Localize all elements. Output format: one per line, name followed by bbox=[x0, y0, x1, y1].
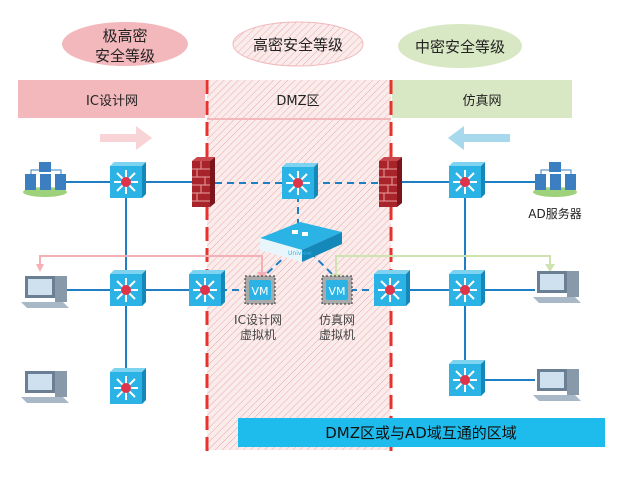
ic-vm-label-2: 虚拟机 bbox=[240, 328, 276, 342]
ad-zone-banner-text: DMZ区或与AD域互通的区域 bbox=[325, 424, 517, 442]
ad-server-label: AD服务器 bbox=[528, 206, 581, 221]
svg-text:VM: VM bbox=[328, 285, 345, 298]
zone-sim-band bbox=[392, 80, 572, 118]
switch-icon[interactable] bbox=[448, 359, 486, 397]
sim-vm-label-2: 虚拟机 bbox=[319, 328, 355, 342]
switch-icon[interactable] bbox=[448, 269, 486, 307]
pc-icon[interactable] bbox=[533, 271, 581, 303]
sim-vm-label-1: 仿真网 bbox=[319, 313, 355, 327]
arrow-left-icon bbox=[448, 126, 510, 150]
level-right: 中密安全等级 bbox=[415, 38, 505, 56]
switch-icon[interactable] bbox=[188, 269, 226, 307]
ic-vm-label-1: IC设计网 bbox=[234, 313, 282, 327]
zone-sim-label: 仿真网 bbox=[462, 94, 501, 109]
pc-icon[interactable] bbox=[533, 369, 581, 401]
pc-icon[interactable] bbox=[21, 276, 69, 308]
zone-dmz-label: DMZ区 bbox=[276, 94, 319, 109]
firewall-icon[interactable] bbox=[378, 156, 403, 208]
sim-vm-icon[interactable]: VM bbox=[321, 275, 353, 305]
zone-ic-label: IC设计网 bbox=[86, 94, 138, 109]
level-medium-secret-ellipse bbox=[398, 24, 522, 68]
level-middle: 高密安全等级 bbox=[253, 36, 343, 54]
pc-icon[interactable] bbox=[21, 371, 69, 403]
ad-zone-banner bbox=[238, 418, 605, 447]
switch-icon[interactable] bbox=[109, 269, 147, 307]
dmz-area bbox=[207, 80, 391, 450]
arrow-right-icon bbox=[100, 126, 152, 150]
sim-access-path bbox=[335, 255, 551, 278]
ic-server-icon[interactable] bbox=[22, 161, 68, 198]
switch-icon[interactable] bbox=[109, 367, 147, 405]
level-left-line1: 极高密 bbox=[102, 27, 147, 45]
ic-access-path bbox=[39, 255, 263, 276]
switch-icon[interactable] bbox=[448, 161, 486, 199]
ad-server-icon[interactable] bbox=[532, 161, 578, 198]
level-left-line2: 安全等级 bbox=[95, 47, 155, 65]
svg-text:VM: VM bbox=[251, 285, 268, 298]
switch-icon[interactable] bbox=[109, 161, 147, 199]
level-top-secret-ellipse bbox=[62, 22, 188, 66]
dmz-switch-icon[interactable] bbox=[281, 162, 319, 200]
router-brand: Uniview bbox=[288, 250, 312, 257]
switch-icon[interactable] bbox=[373, 269, 411, 307]
virtualization-server-icon[interactable]: Uniview bbox=[260, 222, 342, 262]
level-high-secret-ellipse bbox=[232, 21, 364, 67]
firewall-icon[interactable] bbox=[191, 156, 216, 208]
ic-vm-icon[interactable]: VM bbox=[244, 275, 276, 305]
zone-ic-band bbox=[18, 80, 205, 118]
